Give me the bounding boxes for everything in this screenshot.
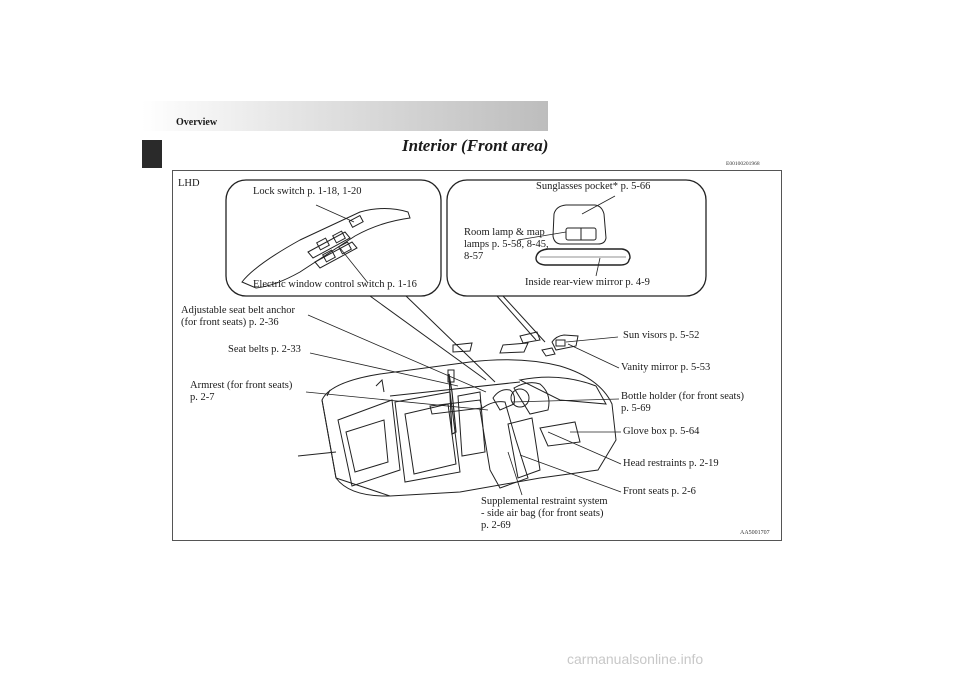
glove-box-graphic [539,421,581,447]
page-title: Interior (Front area) [402,136,549,155]
callout-seat-belt-anchor: Adjustable seat belt anchor (for front s… [181,305,296,328]
sun-visor-graphic [551,334,579,351]
figure-code: AA5001707 [740,530,770,536]
callout-bottle-holder: Bottle holder (for front seats) p. 5-69 [621,391,745,414]
callout-seat-belts: Seat belts p. 2-33 [228,344,301,355]
callout-rear-mirror: Inside rear-view mirror p. 4-9 [525,277,650,288]
callout-sunglasses-pocket: Sunglasses pocket* p. 5-66 [536,181,651,192]
callout-armrest: Armrest (for front seats) p. 2-7 [190,380,293,403]
door-armrest-panel [241,208,411,289]
overhead-inset [446,179,707,297]
section-label: Overview [176,117,218,128]
section-code: E00100201968 [726,161,760,167]
vanity-mirror-graphic [555,339,566,347]
callout-vanity-mirror: Vanity mirror p. 5-53 [621,362,711,373]
callout-room-lamp: Room lamp & map lamps p. 5-58, 8-45, 8-5… [464,227,549,262]
callout-lock-switch: Lock switch p. 1-18, 1-20 [253,186,362,197]
overhead-console-small [452,342,473,353]
callout-sun-visors: Sun visors p. 5-52 [623,330,700,341]
callout-front-seats: Front seats p. 2-6 [623,486,696,497]
driver-seat-graphic [479,401,529,489]
callout-srs-side-airbag: Supplemental restraint system - side air… [481,496,608,531]
watermark-text: carmanualsonline.info [567,651,704,667]
seatbelt-loop [447,369,455,383]
rear-mirror-graphic [535,248,631,266]
console-graphic [429,399,483,415]
interior-figure-frame [172,170,782,541]
callout-head-restraints: Head restraints p. 2-19 [623,458,719,469]
door-switch-inset [225,179,442,297]
window-switch-cluster [307,230,358,269]
car-interior-graphic [297,359,617,497]
section-tab-marker [142,140,162,168]
sunglasses-pocket-graphic [552,204,607,245]
lock-switch-graphic [348,214,364,229]
callout-window-switch: Electric window control switch p. 1-16 [253,279,417,290]
callout-glove-box: Glove box p. 5-64 [623,426,700,437]
region-label: LHD [178,178,200,189]
mirror-small [519,331,541,344]
header-band [142,101,548,131]
